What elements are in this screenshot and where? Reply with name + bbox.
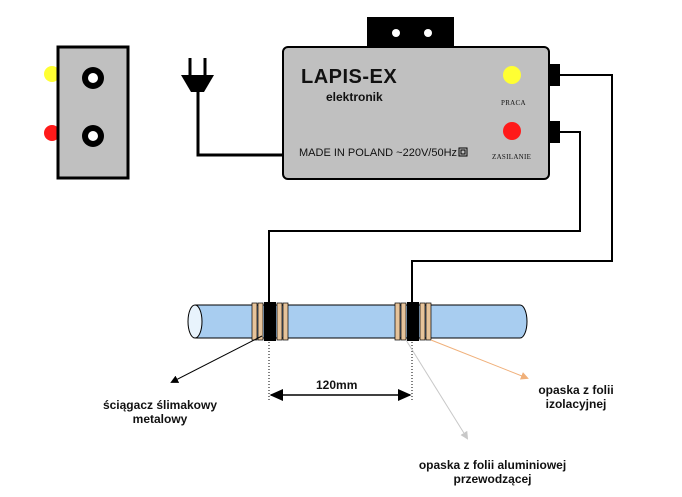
clamp-right [394,302,432,341]
power-cord [196,90,284,157]
insulating-tape-label-text: opaska z folii izolacyjnej [538,383,614,411]
distance-label: 120mm [316,378,358,392]
aluminium-tape-label-text: opaska z folii aluminiowej przewodzącej [418,458,567,486]
plug-icon [181,58,284,157]
power-socket [44,45,130,180]
led-work-label: PRACA [501,99,526,107]
device-title: LAPIS-EX [301,66,398,88]
pipe [187,304,528,339]
aluminium-tape-leader-arrow [405,339,469,440]
socket-yellow-led-icon [44,66,60,82]
device-subtitle: elektronik [326,90,383,104]
wire-right [411,74,613,305]
clamp-label-text: ściągacz ślimakowy metalowy [102,398,218,426]
led-power-icon [503,122,521,140]
insulating-tape-label: opaska z folii izolacyjnej [530,383,622,411]
device-plate: MADE IN POLAND ~220V/50Hz [299,147,458,159]
output-connector-top [548,64,560,86]
wire-left [268,131,581,305]
device-body [282,46,550,180]
aluminium-tape-label: opaska z folii aluminiowej przewodzącej [405,458,580,486]
output-connector-bottom [548,121,560,143]
clamp-label: ściągacz ślimakowy metalowy [92,398,228,426]
led-work-icon [503,66,521,84]
socket-red-led-icon [44,125,60,141]
led-power-label: ZASILANIE [492,153,532,161]
clamp-left [251,302,289,341]
insulating-tape-leader-arrow [430,339,529,380]
clamp-leader-arrow [170,335,263,383]
plate-square-icon [458,147,468,157]
mounting-bracket [367,17,454,49]
